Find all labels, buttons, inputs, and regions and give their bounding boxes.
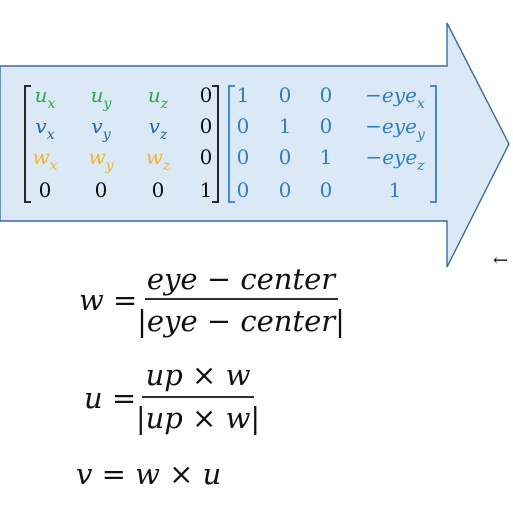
equation-w-numerator: eye − center xyxy=(147,262,337,296)
translation-cell-r0-c2-base: 0 xyxy=(320,83,333,107)
rotation-cell-r1-c2: vz xyxy=(149,114,168,143)
equation-w-denominator: |eye − center| xyxy=(137,304,345,338)
translation-cell-r2-c3-base: −eye xyxy=(365,145,417,169)
translation-cell-r0-c0-base: 1 xyxy=(237,83,250,107)
translation-cell-r1-c3-base: −eye xyxy=(365,114,417,138)
rotation-cell-r0-c0: ux xyxy=(35,83,56,112)
rotation-cell-r0-c2-subscript: z xyxy=(160,96,169,112)
translation-cell-r2-c2: 1 xyxy=(320,145,333,169)
translation-cell-r1-c0: 0 xyxy=(237,114,250,138)
translation-cell-r1-c3-subscript: y xyxy=(416,127,426,143)
translation-cell-r2-c0-base: 0 xyxy=(237,145,250,169)
rotation-cell-r1-c1-subscript: y xyxy=(102,127,112,143)
rotation-cell-r2-c0-base: w xyxy=(32,145,49,169)
translation-cell-r1-c2-base: 0 xyxy=(320,114,333,138)
translation-cell-r2-c3: −eyez xyxy=(365,145,425,174)
translation-cell-r1-c2: 0 xyxy=(320,114,333,138)
rotation-cell-r0-c0-subscript: x xyxy=(47,96,55,112)
rotation-cell-r1-c0-base: v xyxy=(35,114,47,138)
translation-cell-r3-c0: 0 xyxy=(237,178,250,202)
rotation-cell-r0-c1-subscript: y xyxy=(102,96,112,112)
rotation-cell-r2-c1: wy xyxy=(88,145,114,174)
rotation-cell-r0-c2-base: u xyxy=(148,83,161,107)
rotation-cell-r3-c0: 0 xyxy=(39,178,52,202)
translation-cell-r3-c3-base: 1 xyxy=(389,178,402,202)
rotation-cell-r1-c1: vy xyxy=(91,114,111,143)
equation-v: v = w × u xyxy=(76,457,221,491)
rotation-cell-r2-c0-subscript: x xyxy=(50,158,58,174)
translation-cell-r3-c2-base: 0 xyxy=(320,178,333,202)
rotation-cell-r2-c2-subscript: z xyxy=(162,158,171,174)
rotation-cell-r1-c2-base: v xyxy=(149,114,161,138)
rotation-cell-r2-c2-base: w xyxy=(146,145,163,169)
rotation-cell-r3-c2: 0 xyxy=(152,178,165,202)
rotation-cell-r3-c3: 1 xyxy=(200,178,213,202)
translation-cell-r3-c3: 1 xyxy=(389,178,402,202)
equation-u-denominator: |up × w| xyxy=(136,401,260,435)
rotation-cell-r1-c1-base: v xyxy=(91,114,103,138)
translation-cell-r0-c3: −eyex xyxy=(365,83,425,112)
translation-cell-r1-c1-base: 1 xyxy=(279,114,292,138)
translation-cell-r3-c0-base: 0 xyxy=(237,178,250,202)
translation-cell-r0-c3-subscript: x xyxy=(417,96,425,112)
rotation-cell-r2-c2: wz xyxy=(146,145,171,174)
translation-cell-r2-c2-base: 1 xyxy=(320,145,333,169)
translation-cell-r0-c0: 1 xyxy=(237,83,250,107)
translation-matrix-right-bracket xyxy=(430,85,437,203)
equation-u: u = up × w |up × w| xyxy=(84,358,260,435)
translation-cell-r0-c3-base: −eye xyxy=(365,83,417,107)
rotation-cell-r1-c3-base: 0 xyxy=(200,114,213,138)
translation-cell-r0-c2: 0 xyxy=(320,83,333,107)
rotation-cell-r2-c3: 0 xyxy=(200,145,213,169)
rotation-cell-r1-c3: 0 xyxy=(200,114,213,138)
rotation-cell-r1-c0: vx xyxy=(35,114,54,143)
rotation-cell-r0-c3-base: 0 xyxy=(200,83,213,107)
translation-cell-r2-c0: 0 xyxy=(237,145,250,169)
translation-cell-r3-c1-base: 0 xyxy=(279,178,292,202)
rotation-cell-r0-c1-base: u xyxy=(91,83,104,107)
translation-matrix-left-bracket xyxy=(228,85,235,203)
translation-cell-r0-c1-base: 0 xyxy=(279,83,292,107)
equation-w-lhs: w = xyxy=(79,283,137,317)
rotation-cell-r3-c1-base: 0 xyxy=(95,178,108,202)
pipeline-arrow-shape xyxy=(0,22,510,268)
rotation-cell-r3-c2-base: 0 xyxy=(152,178,165,202)
rotation-cell-r1-c0-subscript: x xyxy=(47,127,55,143)
rotation-cell-r1-c2-subscript: z xyxy=(159,127,168,143)
rotation-cell-r3-c1: 0 xyxy=(95,178,108,202)
rotation-cell-r0-c3: 0 xyxy=(200,83,213,107)
rotation-matrix-left-bracket xyxy=(24,85,31,203)
equation-u-lhs: u = xyxy=(84,381,136,415)
rotation-matrix-right-bracket xyxy=(212,85,219,203)
translation-cell-r2-c1: 0 xyxy=(279,145,292,169)
translation-cell-r2-c1-base: 0 xyxy=(279,145,292,169)
rotation-cell-r2-c1-subscript: y xyxy=(105,158,115,174)
translation-cell-r3-c2: 0 xyxy=(320,178,333,202)
translation-cell-r1-c3: −eyey xyxy=(365,114,426,143)
equation-v-text: v = w × u xyxy=(76,457,221,491)
rotation-cell-r3-c0-base: 0 xyxy=(39,178,52,202)
rotation-cell-r0-c2: uz xyxy=(148,83,169,112)
translation-cell-r3-c1: 0 xyxy=(279,178,292,202)
rotation-cell-r3-c3-base: 1 xyxy=(200,178,213,202)
translation-cell-r2-c3-subscript: z xyxy=(416,158,425,174)
translation-cell-r1-c1: 1 xyxy=(279,114,292,138)
translation-cell-r0-c1: 0 xyxy=(279,83,292,107)
equation-u-numerator: up × w xyxy=(146,358,251,392)
equation-w: w = eye − center |eye − center| xyxy=(79,262,345,338)
rotation-cell-r2-c0: wx xyxy=(32,145,57,174)
translation-cell-r1-c0-base: 0 xyxy=(237,114,250,138)
rotation-cell-r2-c3-base: 0 xyxy=(200,145,213,169)
rotation-cell-r2-c1-base: w xyxy=(88,145,105,169)
left-arrow-glyph: ← xyxy=(493,250,508,271)
rotation-cell-r0-c0-base: u xyxy=(35,83,48,107)
rotation-cell-r0-c1: uy xyxy=(91,83,113,112)
